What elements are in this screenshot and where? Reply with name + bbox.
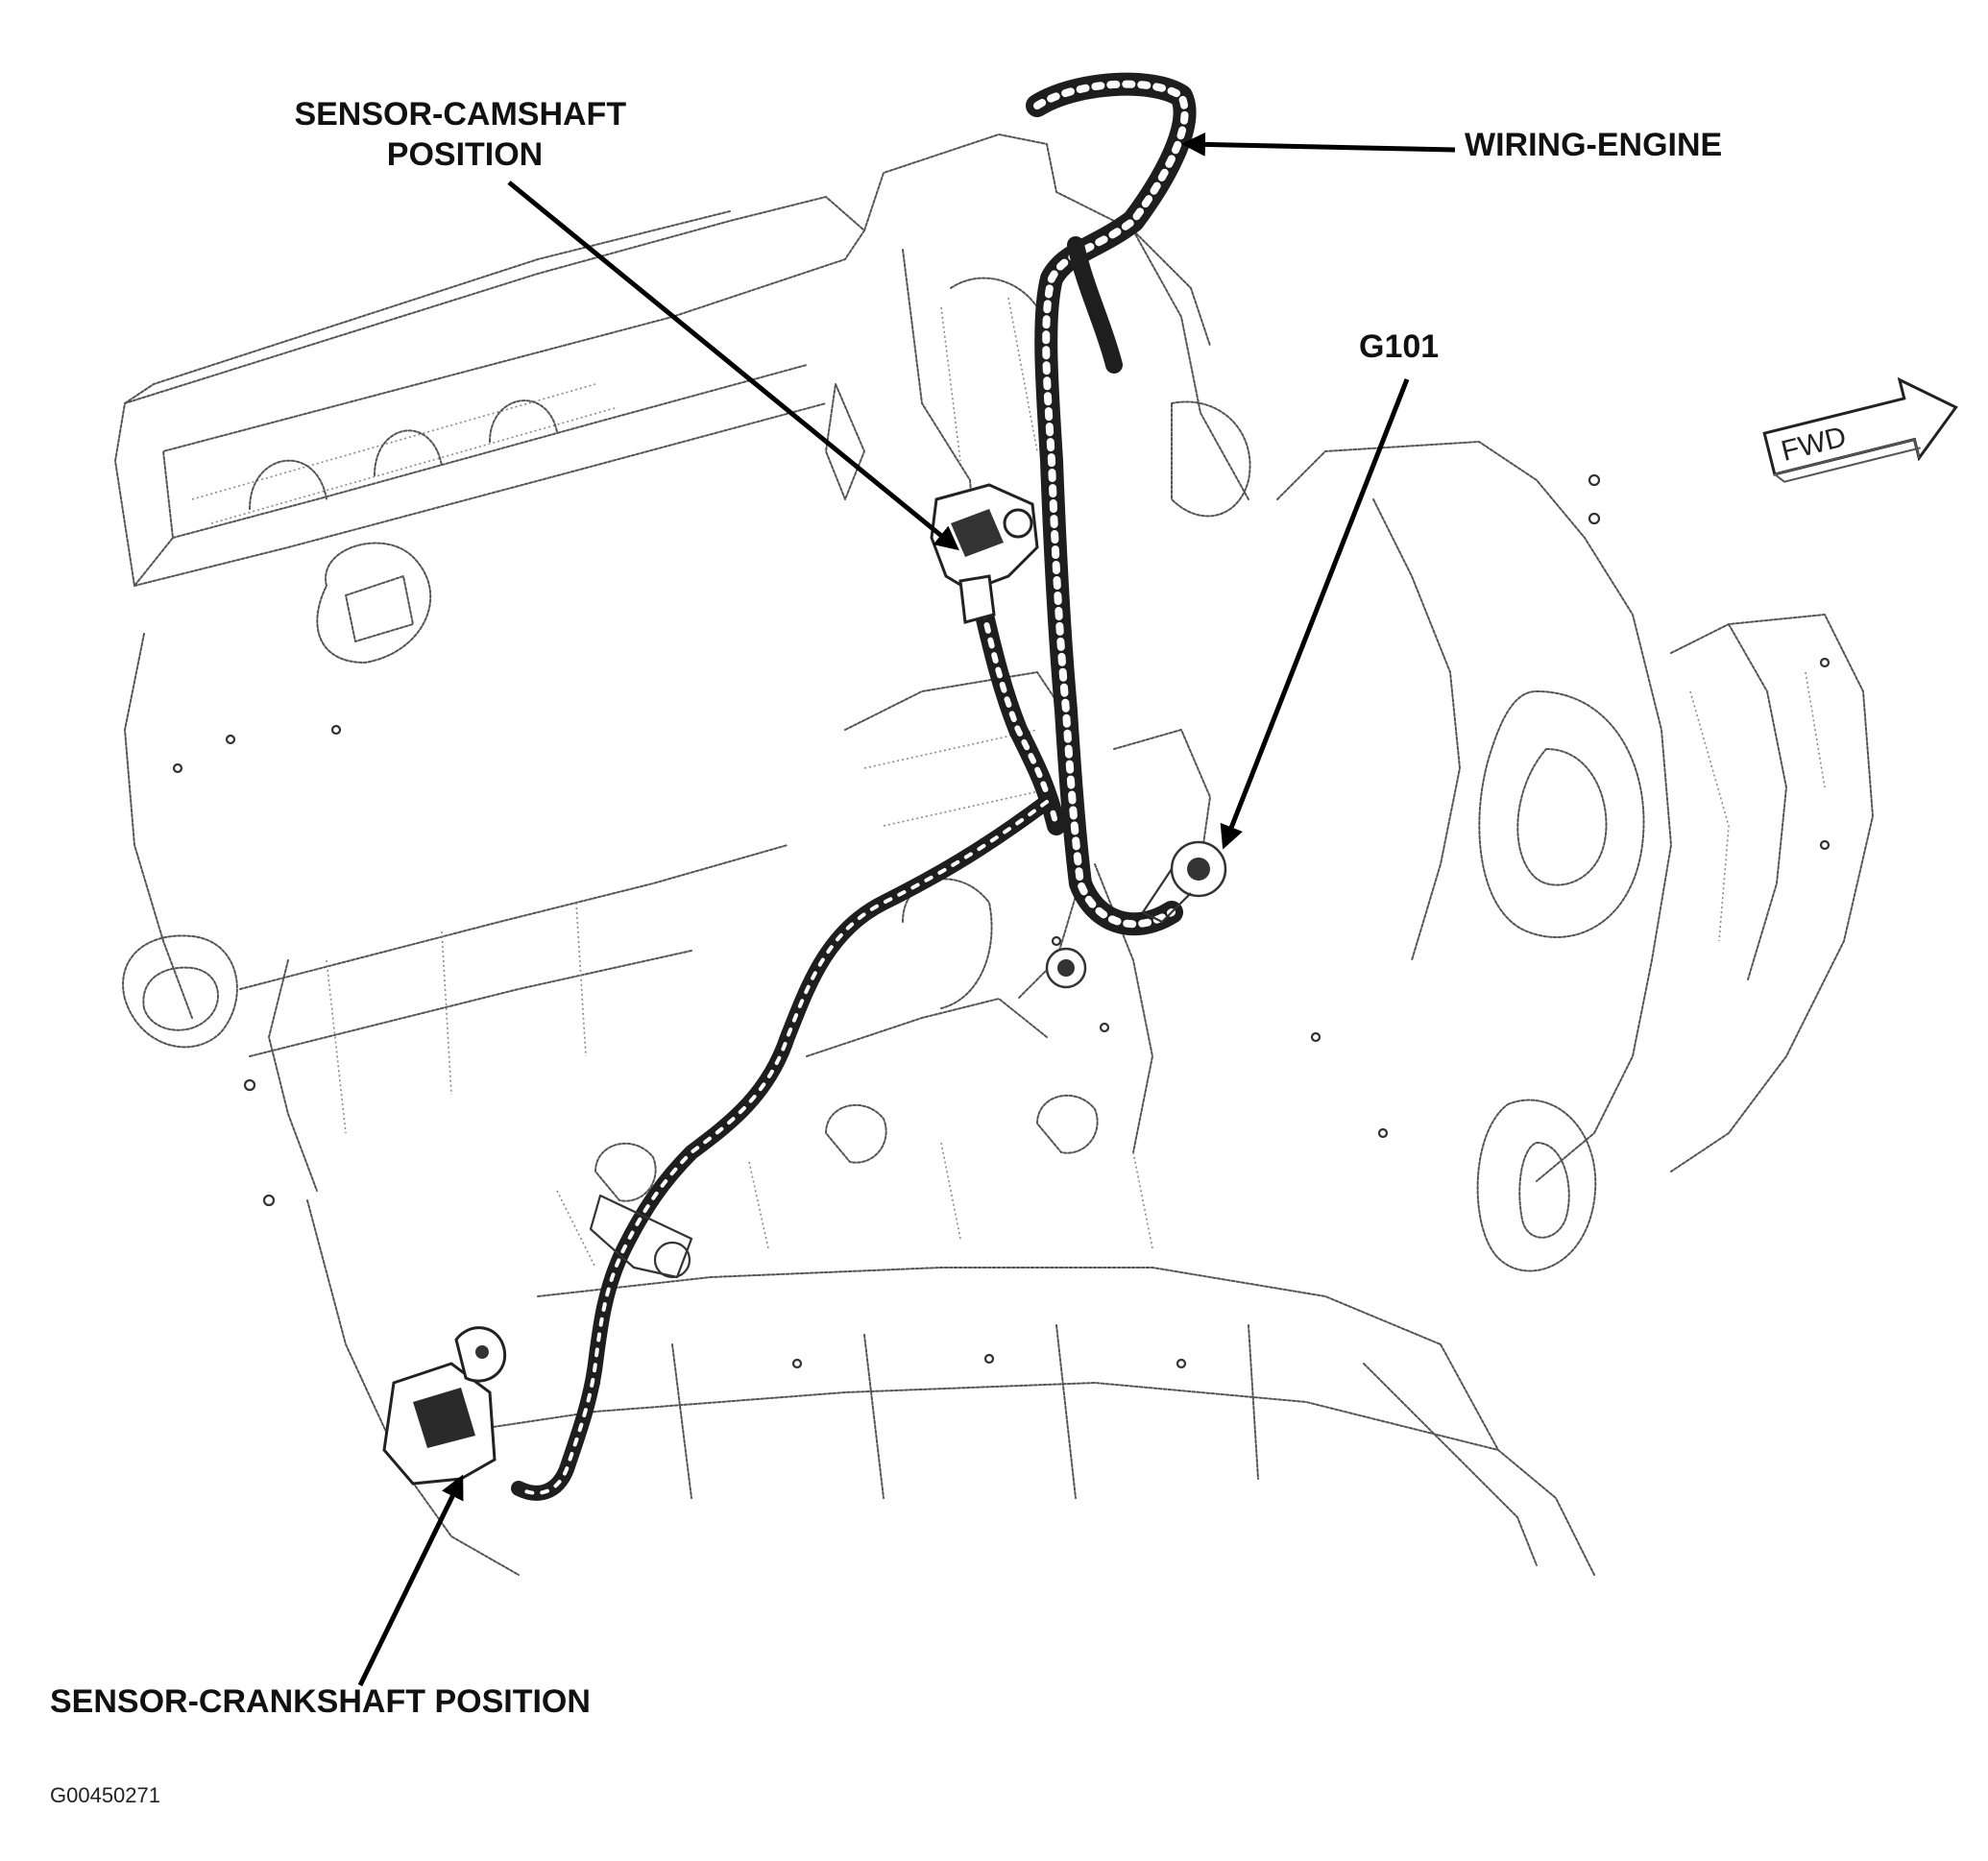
g101-ground-bolt [1045, 840, 1227, 989]
engine-line-art [114, 133, 1874, 1576]
g101-leader [1220, 378, 1410, 850]
camshaft-label-line-2: POSITION [387, 136, 543, 173]
callout-labels: SENSOR-CAMSHAFT POSITION WIRING-ENGINE G… [50, 96, 1722, 1807]
figure-id-label: G00450271 [50, 1783, 160, 1807]
bolt-dots [172, 473, 1830, 1389]
crankshaft-sensor [382, 1326, 507, 1486]
camshaft-leader [507, 181, 959, 551]
engine-wiring-harness [511, 72, 1197, 1501]
crankshaft-leader [357, 1474, 464, 1687]
camshaft-sensor-label: SENSOR-CAMSHAFT POSITION [294, 96, 635, 173]
callout-leaders [357, 132, 1456, 1687]
wiring-engine-leader [1181, 132, 1456, 157]
fwd-arrow: FWD [1762, 376, 1958, 483]
crankshaft-sensor-label: SENSOR-CRANKSHAFT POSITION [50, 1683, 591, 1720]
camshaft-sensor [930, 483, 1039, 624]
camshaft-label-line-1: SENSOR-CAMSHAFT [294, 96, 626, 133]
wiring-engine-label: WIRING-ENGINE [1465, 127, 1722, 163]
g101-label: G101 [1359, 328, 1439, 365]
